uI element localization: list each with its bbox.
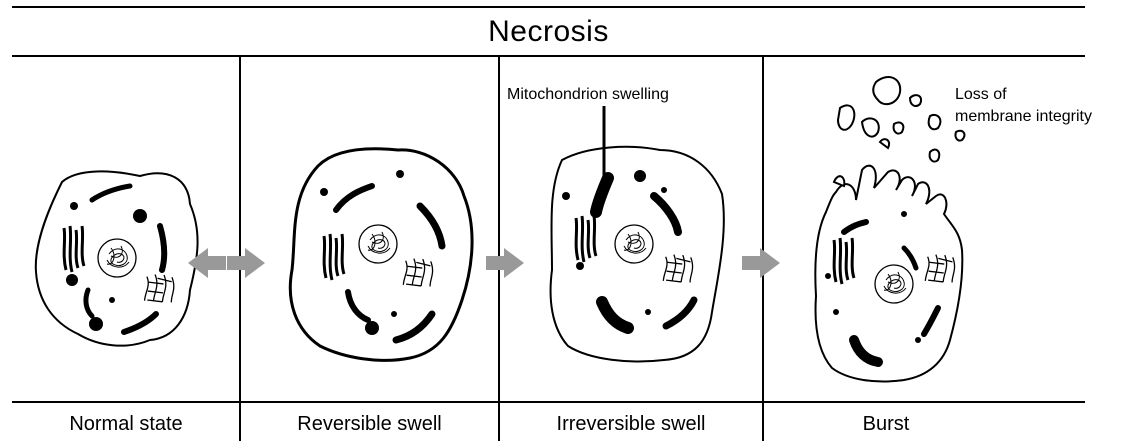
caption-normal-state: Normal state [12, 404, 240, 444]
cell-irreversible [551, 106, 724, 361]
annotation-membrane-integrity: membrane integrity [955, 106, 1092, 127]
cell-burst [815, 77, 964, 381]
cell-reversible [290, 149, 472, 361]
annotation-loss-of: Loss of [955, 84, 1007, 105]
caption-reversible-swell: Reversible swell [240, 404, 499, 444]
caption-irreversible-swell: Irreversible swell [499, 404, 763, 444]
diagram-title: Necrosis [12, 12, 1085, 52]
cell-normal [36, 171, 198, 345]
annotation-mitochondrion-swelling: Mitochondrion swelling [507, 84, 669, 105]
caption-burst: Burst [763, 404, 1009, 444]
